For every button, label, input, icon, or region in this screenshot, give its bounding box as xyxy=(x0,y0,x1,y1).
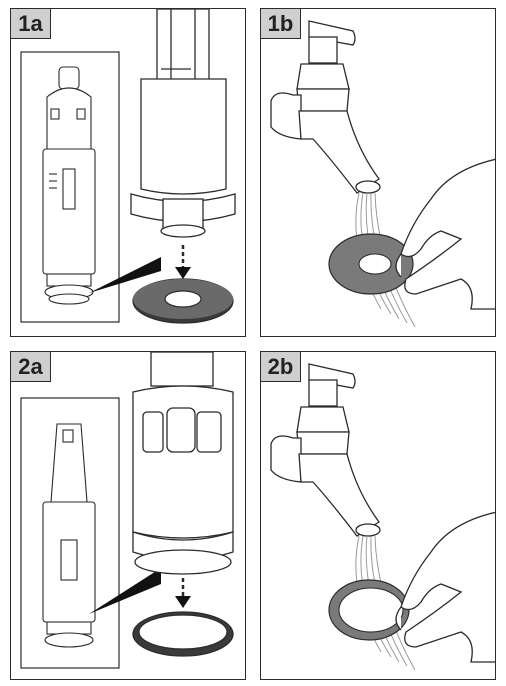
valve-seal-illustration-2a xyxy=(20,352,234,669)
hand xyxy=(395,158,495,310)
valve-seal-illustration-1a xyxy=(20,9,236,324)
inset-frame xyxy=(20,397,120,669)
large-valve xyxy=(130,9,236,238)
panel-2b: 2b xyxy=(260,351,496,680)
pointer-wedge xyxy=(89,257,161,293)
wet-seal xyxy=(328,233,414,295)
step-label-1a: 1a xyxy=(11,9,51,39)
step-label-2a: 2a xyxy=(11,352,51,382)
down-arrow xyxy=(175,245,191,279)
down-arrow xyxy=(175,578,191,608)
panel-1b: 1b xyxy=(260,8,496,337)
pointer-wedge xyxy=(89,568,161,614)
wet-seal xyxy=(328,579,410,641)
small-valve xyxy=(42,66,96,305)
tap xyxy=(270,20,381,194)
tap xyxy=(270,363,381,537)
inset-frame xyxy=(20,51,120,323)
small-cage-valve xyxy=(42,423,96,648)
rinse-seal-illustration-1b xyxy=(270,20,495,328)
seal-ring xyxy=(132,611,234,657)
panel-1a: 1a xyxy=(10,8,246,337)
hand xyxy=(395,511,495,663)
panel-2a: 2a xyxy=(10,351,246,680)
step-label-1b: 1b xyxy=(261,9,301,39)
large-cage-valve xyxy=(132,352,234,575)
seal-ring xyxy=(132,278,234,324)
step-label-2b: 2b xyxy=(261,352,301,382)
rinse-seal-illustration-2b xyxy=(270,363,495,671)
